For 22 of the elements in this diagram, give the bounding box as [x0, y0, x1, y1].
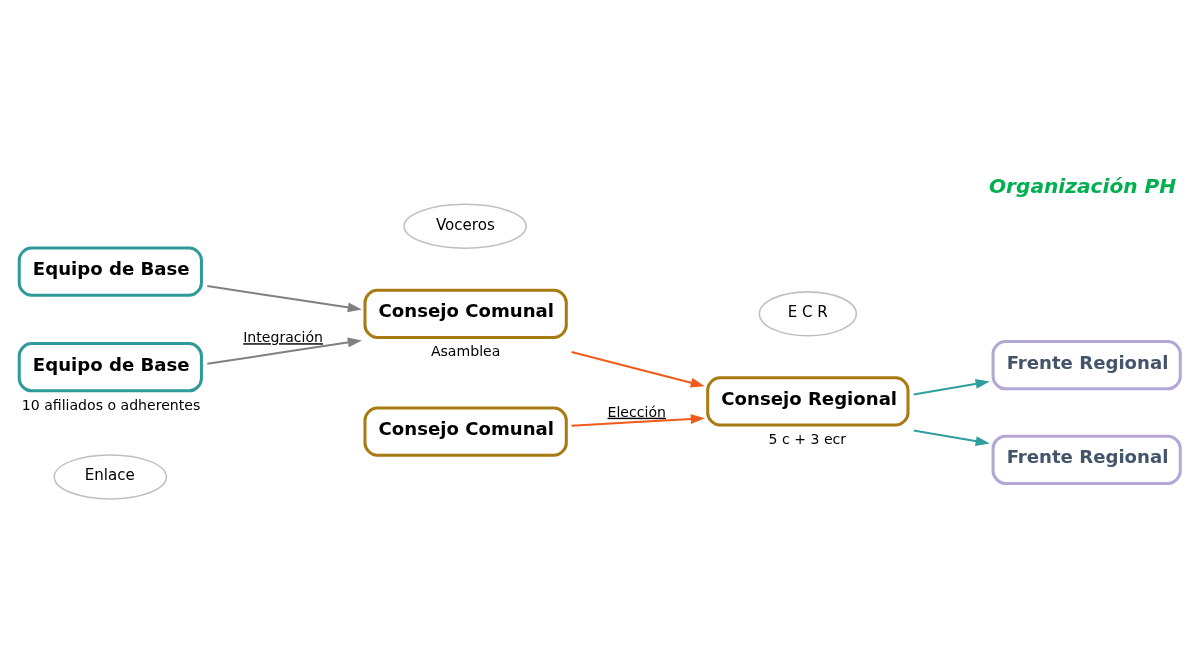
node-box: Frente Regional [991, 434, 1182, 485]
node-label: 10 afiliados o adherentes [21, 396, 201, 413]
arrow [913, 428, 990, 446]
arrow [571, 350, 705, 388]
node-ellipse: Voceros [403, 203, 527, 249]
arrow [207, 284, 362, 312]
arrow [207, 337, 362, 365]
node-box: Consejo Comunal [363, 405, 568, 457]
arrow [571, 413, 705, 427]
node-ellipse: E C R [758, 290, 858, 337]
node-label: Asamblea [430, 342, 501, 359]
edge-label: Integración [243, 328, 323, 345]
edge-label: Elección [607, 403, 666, 420]
node-box: Equipo de Base [17, 341, 203, 392]
node-box: Frente Regional [991, 339, 1182, 390]
node-ellipse: Enlace [53, 453, 168, 500]
arrow [913, 378, 990, 396]
node-box: Consejo Comunal [363, 288, 568, 339]
node-box: Consejo Regional [706, 375, 910, 427]
node-label: 5 c + 3 ecr [768, 430, 847, 447]
diagram-title: Organización PH [989, 173, 1177, 198]
node-box: Equipo de Base [17, 245, 203, 297]
